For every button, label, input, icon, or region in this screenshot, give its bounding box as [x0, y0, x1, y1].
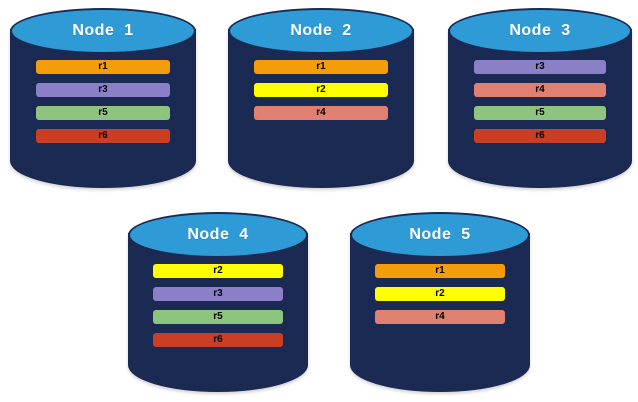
node-label: Node 3: [509, 22, 571, 39]
shard-bar-r5[interactable]: r5: [36, 106, 170, 120]
shard-bar-r4[interactable]: r4: [473, 83, 607, 97]
shard-bar-r2[interactable]: r2: [254, 83, 388, 97]
shard-list: r3 r4 r5 r6: [448, 60, 632, 143]
shard-list: r2 r3 r5 r6: [128, 264, 308, 347]
cylinder-top-disc: [128, 212, 308, 258]
cylinder-top-disc: [10, 8, 196, 54]
shard-bar-r4[interactable]: r4: [375, 310, 505, 324]
cylinder-top-disc: [228, 8, 414, 54]
shard-bar-r6[interactable]: r6: [473, 129, 607, 143]
cylinder-top-disc: [448, 8, 632, 54]
shard-bar-r1[interactable]: r1: [36, 60, 170, 74]
node-5[interactable]: Node 5 r1 r2 r4: [350, 212, 530, 392]
node-1[interactable]: Node 1 r1 r3 r5 r6: [10, 8, 196, 188]
shard-bar-r6[interactable]: r6: [36, 129, 170, 143]
cylinder-top-disc: [350, 212, 530, 258]
shard-bar-r5[interactable]: r5: [473, 106, 607, 120]
shard-bar-r3[interactable]: r3: [36, 83, 170, 97]
shard-bar-r1[interactable]: r1: [254, 60, 388, 74]
shard-bar-r2[interactable]: r2: [375, 287, 505, 301]
shard-bar-r1[interactable]: r1: [375, 264, 505, 278]
node-label: Node 1: [72, 22, 134, 39]
shard-bar-r3[interactable]: r3: [153, 287, 283, 301]
node-label: Node 4: [187, 226, 249, 243]
node-3[interactable]: Node 3 r3 r4 r5 r6: [448, 8, 632, 188]
shard-bar-r4[interactable]: r4: [254, 106, 388, 120]
node-2[interactable]: Node 2 r1 r2 r4: [228, 8, 414, 188]
shard-bar-r5[interactable]: r5: [153, 310, 283, 324]
shard-list: r1 r2 r4: [228, 60, 414, 120]
shard-bar-r3[interactable]: r3: [473, 60, 607, 74]
shard-bar-r6[interactable]: r6: [153, 333, 283, 347]
shard-list: r1 r3 r5 r6: [10, 60, 196, 143]
node-label: Node 5: [409, 226, 471, 243]
shard-list: r1 r2 r4: [350, 264, 530, 324]
shard-bar-r2[interactable]: r2: [153, 264, 283, 278]
node-label: Node 2: [290, 22, 352, 39]
node-4[interactable]: Node 4 r2 r3 r5 r6: [128, 212, 308, 392]
